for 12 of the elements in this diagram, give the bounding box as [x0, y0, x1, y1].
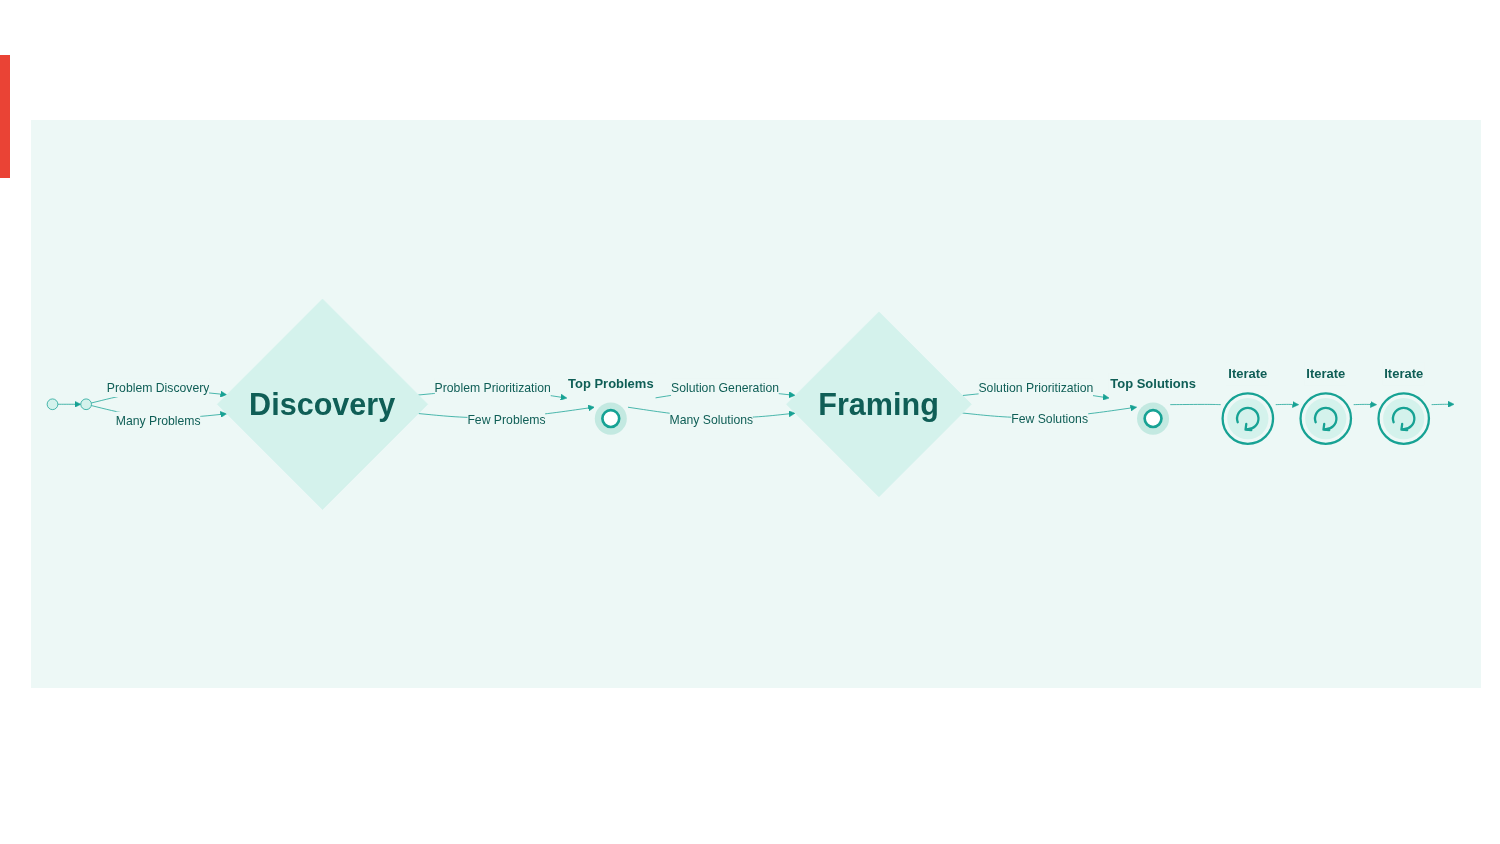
node-diamond — [786, 311, 972, 497]
connector — [1169, 403, 1222, 405]
edge-label: Problem Discovery — [106, 380, 210, 394]
edge-label: Solution Generation — [671, 380, 780, 394]
edge-label: Solution Prioritization — [978, 380, 1094, 394]
node-diamond — [217, 298, 429, 510]
edge-label: Problem Prioritization — [434, 380, 551, 394]
edge-label: Few Problems — [467, 412, 546, 426]
edge-label: Many Problems — [115, 413, 201, 427]
node-circle — [46, 398, 59, 410]
node-circle — [80, 398, 92, 410]
edge-label: Many Solutions — [669, 412, 754, 426]
